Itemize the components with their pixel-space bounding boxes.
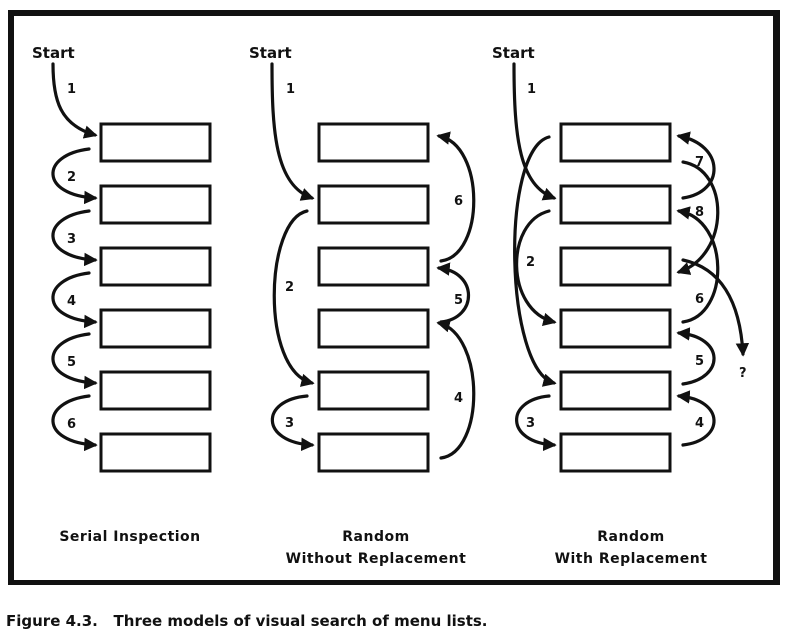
menu-item-box: [559, 184, 672, 225]
menu-item-box: [317, 184, 430, 225]
step-arrow-7: [676, 131, 716, 200]
menu-item-box: [317, 122, 430, 163]
figure-caption: Figure 4.3. Three models of visual searc…: [6, 612, 488, 630]
menu-item-box: [99, 308, 212, 349]
panel-title-line-1: Random: [597, 529, 664, 545]
start-label: Start: [492, 44, 535, 62]
menu-item-box: [559, 432, 672, 473]
step-label: 5: [67, 355, 76, 370]
menu-item-list: [317, 122, 430, 473]
menu-item-box: [99, 122, 212, 163]
step-label: 3: [67, 232, 76, 247]
step-arrow-2: [51, 147, 98, 205]
step-label: 6: [695, 292, 704, 307]
step-label: 5: [695, 354, 704, 369]
step-label: 7: [695, 155, 704, 170]
panel-serial-inspection: Start 1 2 3 4 5 6 Serial Inspection: [32, 44, 212, 545]
step-label: 8: [695, 205, 704, 220]
menu-item-box: [317, 246, 430, 287]
step-label: 3: [526, 416, 535, 431]
step-label: 6: [454, 194, 463, 209]
step-label: 3: [285, 416, 294, 431]
step-arrow-6: [436, 131, 476, 263]
panel-title-line-1: Random: [342, 529, 409, 545]
step-label: 6: [67, 417, 76, 432]
menu-item-box: [317, 370, 430, 411]
step-arrow-1: [270, 62, 315, 201]
menu-item-list: [559, 122, 672, 473]
menu-item-box: [559, 246, 672, 287]
menu-item-box: [317, 432, 430, 473]
menu-item-box: [99, 184, 212, 225]
step-arrow-3: [515, 394, 557, 452]
step-arrow-5: [676, 327, 716, 386]
menu-item-box: [99, 246, 212, 287]
caption-number: Figure 4.3.: [6, 612, 98, 630]
menu-item-box: [317, 308, 430, 349]
panel-title-line-2: With Replacement: [555, 551, 708, 567]
step-arrow-next: [681, 258, 750, 357]
step-arrow-2: [515, 209, 557, 326]
step-label: 1: [527, 82, 536, 97]
step-label: 4: [454, 391, 463, 406]
step-arrow-4: [436, 319, 476, 460]
step-label: 1: [286, 82, 295, 97]
step-label: 1: [67, 82, 76, 97]
menu-item-box: [99, 370, 212, 411]
step-label: 2: [526, 255, 535, 270]
step-label: 2: [67, 170, 76, 185]
panel-random-without-replacement: Start 1 2 3 4 5 6 Random Without Replace…: [249, 44, 476, 567]
figure-frame: [8, 10, 780, 585]
step-arrow-1: [512, 62, 557, 201]
step-arrow-3: [270, 394, 315, 452]
step-arrow-5: [436, 262, 471, 324]
menu-item-box: [559, 122, 672, 163]
menu-item-box: [559, 370, 672, 411]
step-arrow-4: [676, 390, 716, 447]
panel-title: Serial Inspection: [59, 529, 200, 545]
menu-item-list: [99, 122, 212, 473]
panel-title-line-2: Without Replacement: [286, 551, 467, 567]
step-arrow-5: [51, 332, 98, 390]
step-arrow-6: [676, 206, 720, 324]
start-label: Start: [32, 44, 75, 62]
menu-item-box: [99, 432, 212, 473]
menu-item-box: [559, 308, 672, 349]
step-arrow-3: [51, 209, 98, 267]
start-label: Start: [249, 44, 292, 62]
step-arrow-6: [51, 394, 98, 452]
step-label: 2: [285, 280, 294, 295]
step-arrow-2: [272, 209, 315, 387]
step-arrow-2b: [513, 135, 557, 387]
caption-text: Three models of visual search of menu li…: [113, 612, 488, 630]
step-label: 4: [67, 294, 76, 309]
step-label: 5: [454, 293, 463, 308]
step-arrow-1: [51, 62, 98, 139]
step-label-unknown: ?: [739, 366, 747, 381]
step-label: 4: [695, 416, 704, 431]
step-arrow-4: [51, 271, 98, 329]
panel-random-with-replacement: Start 1 2 3 4 5 6 7 8 ? Random With Repl…: [492, 44, 750, 567]
